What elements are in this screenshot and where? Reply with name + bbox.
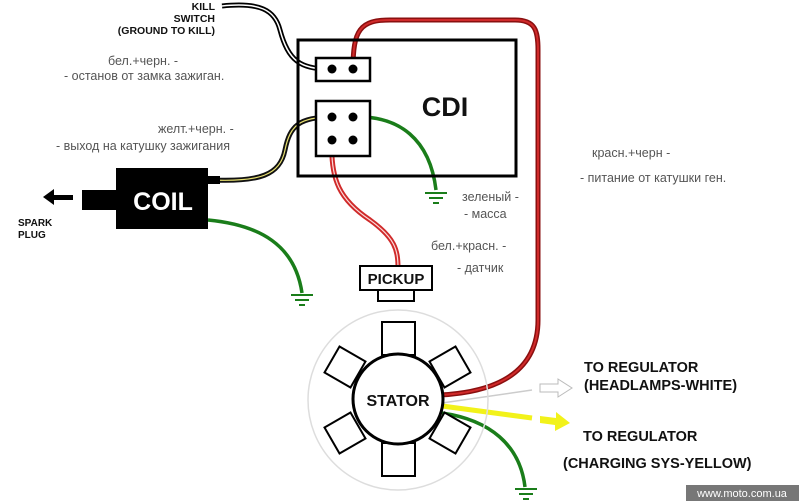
- svg-text:бел.+красн. -: бел.+красн. -: [431, 239, 506, 253]
- spark-plug-label: SPARK PLUG: [18, 218, 53, 241]
- note-pickup: бел.+красн. - - датчик: [431, 239, 506, 275]
- svg-text:- останов от замка зажиган.: - останов от замка зажиган.: [64, 69, 224, 83]
- headlamp-wire-white: [441, 389, 533, 404]
- main-connector: [314, 99, 372, 158]
- svg-text:SWITCH: SWITCH: [174, 13, 215, 25]
- svg-text:желт.+черн. -: желт.+черн. -: [158, 122, 234, 136]
- ground-wire-green-stator: [441, 411, 527, 488]
- svg-text:PLUG: PLUG: [18, 230, 46, 241]
- kill-switch-label: KILL SWITCH (GROUND TO KILL): [118, 1, 216, 37]
- svg-text:(CHARGING SYS-YELLOW): (CHARGING SYS-YELLOW): [563, 456, 752, 472]
- coil-label: COIL: [133, 188, 193, 216]
- svg-text:бел.+черн. -: бел.+черн. -: [108, 54, 178, 68]
- stator-label: STATOR: [366, 393, 430, 410]
- svg-text:SPARK: SPARK: [18, 218, 53, 229]
- svg-text:- питание от катушки ген.: - питание от катушки ген.: [580, 171, 726, 185]
- watermark: www.moto.com.ua: [686, 485, 799, 501]
- svg-text:KILL: KILL: [192, 1, 216, 13]
- spark-plug-arrow-icon: [43, 189, 73, 205]
- ground-symbol-icon: [425, 192, 447, 204]
- svg-text:- выход на катушку зажигания: - выход на катушку зажигания: [56, 139, 230, 153]
- charging-arrow-icon: [540, 412, 570, 431]
- headlamps-regulator-label: TO REGULATOR (HEADLAMPS-WHITE): [584, 360, 737, 394]
- ground-symbol-icon: [291, 294, 313, 306]
- svg-text:(GROUND TO KILL): (GROUND TO KILL): [118, 25, 215, 37]
- note-power: красн.+черн - - питание от катушки ген.: [580, 146, 726, 185]
- svg-text:TO REGULATOR: TO REGULATOR: [584, 360, 699, 376]
- power-wire-red-black: [350, 17, 541, 398]
- svg-text:www.moto.com.ua: www.moto.com.ua: [696, 488, 788, 500]
- headlamp-arrow-icon: [539, 378, 573, 398]
- cdi-label: CDI: [422, 92, 469, 122]
- note-coil-output: желт.+черн. - - выход на катушку зажиган…: [56, 122, 234, 153]
- svg-text:(HEADLAMPS-WHITE): (HEADLAMPS-WHITE): [584, 378, 737, 394]
- svg-text:- масса: - масса: [464, 207, 507, 221]
- kill-switch-wire: [221, 2, 333, 72]
- note-kill: бел.+черн. - - останов от замка зажиган.: [64, 54, 224, 83]
- coil-output-wire-yellow-black: [211, 114, 333, 183]
- ignition-coil: COIL: [82, 168, 220, 229]
- stator: STATOR: [307, 309, 489, 491]
- svg-text:TO REGULATOR: TO REGULATOR: [583, 429, 698, 445]
- ground-symbol-icon: [515, 488, 537, 500]
- cdi-unit: CDI: [296, 38, 518, 178]
- ground-wire-green-coil: [207, 218, 304, 294]
- pickup-wire-white-red: [329, 139, 401, 269]
- svg-text:зеленый -: зеленый -: [462, 190, 519, 204]
- kill-connector: [314, 56, 372, 83]
- svg-text:- датчик: - датчик: [457, 261, 504, 275]
- pickup-label: PICKUP: [368, 271, 425, 288]
- pickup-sensor: PICKUP: [359, 265, 433, 302]
- svg-text:красн.+черн -: красн.+черн -: [592, 146, 670, 160]
- charging-regulator-label: TO REGULATOR (CHARGING SYS-YELLOW): [563, 429, 752, 472]
- note-ground: зеленый - - масса: [462, 190, 519, 221]
